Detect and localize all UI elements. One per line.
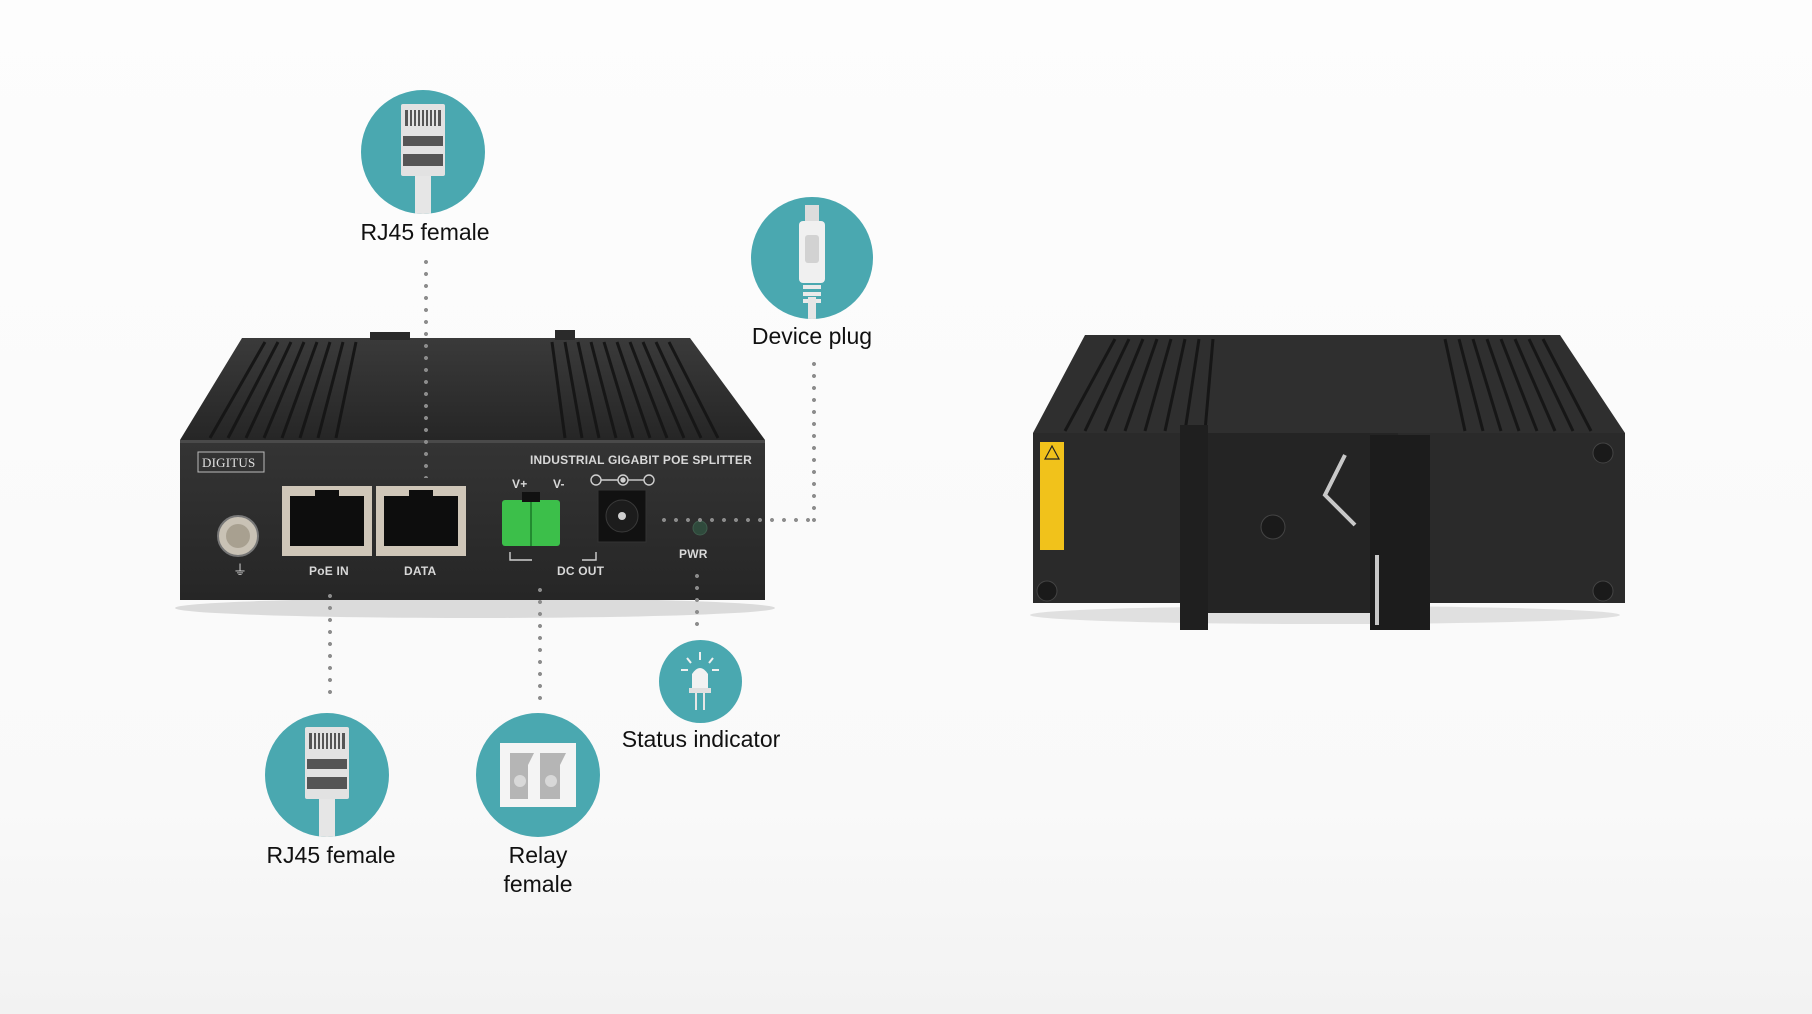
dc-barrel-plug-icon (799, 205, 825, 319)
pwr-label: PWR (679, 547, 708, 561)
poe-splitter-side-view (1030, 335, 1625, 630)
callout-status-label: Status indicator (621, 726, 781, 752)
poe-splitter-front-view (175, 330, 775, 618)
brand-logo: DIGITUS (202, 455, 256, 470)
led-icon (681, 652, 719, 710)
callout-rj45-top-label: RJ45 female (360, 219, 490, 245)
callout-device-plug-circle (751, 197, 873, 319)
rj45-plug-icon (305, 727, 349, 837)
poe-in-port (282, 486, 372, 556)
poe-in-label: PoE IN (309, 564, 349, 578)
callout-relay-label-line1: Relay (508, 842, 568, 868)
connector-line-device-plug (812, 358, 816, 522)
callout-relay-label: Relay female (463, 841, 613, 899)
data-label: DATA (404, 564, 437, 578)
callout-device-plug-label: Device plug (751, 323, 873, 349)
callout-relay-circle (476, 713, 600, 837)
callout-status-circle (659, 640, 742, 723)
ground-symbol: ⏚ (233, 562, 248, 578)
connector-line-rj45-top (424, 256, 428, 478)
connector-line-relay (538, 584, 542, 708)
warranty-seal-label (1040, 442, 1064, 550)
dc-out-label: DC OUT (557, 564, 605, 578)
data-port (376, 486, 466, 556)
connector-line-rj45-bottom (328, 590, 332, 702)
rj45-plug-icon (401, 104, 445, 214)
connector-line-device-plug-h (658, 518, 816, 522)
product-name-text: INDUSTRIAL GIGABIT POE SPLITTER (530, 453, 752, 467)
connector-line-status (695, 570, 699, 630)
callout-rj45-top-circle (361, 90, 485, 214)
v-plus-label: V+ (512, 477, 528, 491)
v-minus-label: V- (553, 477, 565, 491)
callout-relay-label-line2: female (503, 871, 573, 897)
callout-rj45-bottom-label: RJ45 female (266, 842, 396, 868)
callout-rj45-bottom-circle (265, 713, 389, 837)
terminal-block-icon (500, 743, 576, 807)
